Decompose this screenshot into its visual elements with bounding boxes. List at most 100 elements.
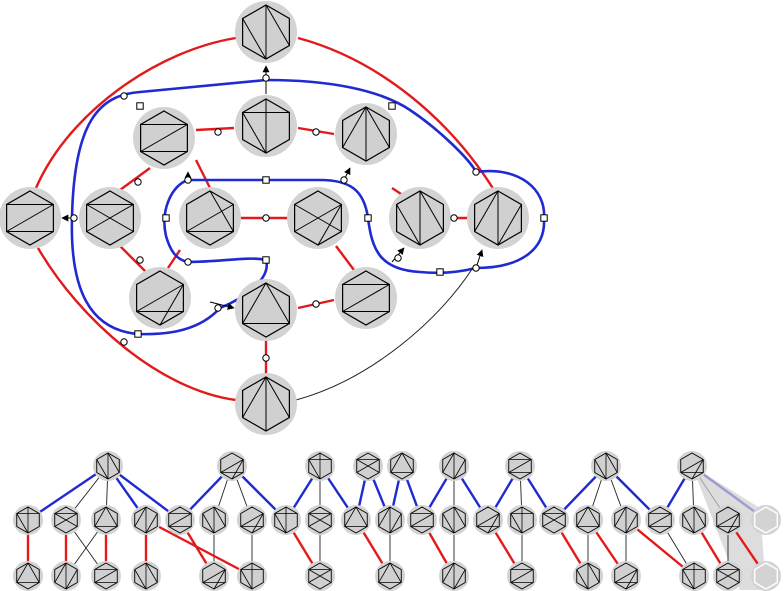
node-upper-middle — [235, 95, 297, 157]
forest-middle-node-diagonal — [54, 513, 78, 527]
forest-leaf-node-diagonal — [682, 569, 695, 590]
edge-circle-marker — [70, 214, 78, 222]
forest-root-node-diagonal — [308, 459, 321, 480]
forest-leaf-node — [199, 561, 229, 591]
forest-middle-node — [305, 505, 335, 535]
forest-leaf-node-diagonal — [625, 569, 638, 590]
forest-leaf-node — [13, 561, 43, 591]
forest-middle-node-diagonal — [274, 513, 287, 534]
edge-arrow-ll-lm — [209, 301, 235, 310]
markers-layer — [70, 74, 548, 362]
forest-leaf-node-diagonal — [16, 562, 29, 583]
edge-circle-marker — [214, 128, 222, 136]
forest-leaf-node — [679, 561, 709, 591]
forest-middle-node-diagonal — [344, 506, 357, 527]
forest-middle-node — [679, 505, 709, 535]
forest-middle-node-diagonal — [94, 506, 107, 527]
forest-middle-node-diagonal — [587, 506, 600, 527]
edge-circle-marker — [120, 92, 128, 100]
edge-square-marker — [162, 214, 170, 222]
forest-leaf-node-diagonal — [145, 562, 158, 583]
forest-leaf-node-diagonal — [27, 562, 40, 583]
forest-root-node — [677, 451, 707, 481]
forest-leaf-node — [91, 561, 121, 591]
forest-middle-node-diagonal — [355, 506, 368, 527]
edge-square-marker — [136, 102, 144, 110]
forest-middle-node-diagonal — [251, 513, 264, 534]
node-middle-middle — [287, 187, 349, 249]
node-upper-right-diagonal — [342, 106, 367, 148]
edge-red-ul-ml — [119, 167, 151, 191]
forest-root-node-diagonal — [680, 459, 704, 473]
edge-square-marker — [364, 214, 372, 222]
forest-leaf-node-diagonal — [510, 569, 534, 583]
node-top-diagonal — [265, 4, 290, 46]
forest-middle-node-diagonal — [105, 506, 118, 527]
forest-leaf-node-diagonal — [389, 562, 402, 583]
forest-leaf-node — [237, 561, 267, 591]
forest-leaf-node — [611, 561, 641, 591]
forest-middle-node-diagonal — [410, 513, 434, 527]
forest-middle-node-diagonal — [542, 513, 566, 527]
forest-root-node-diagonal — [508, 459, 532, 473]
forest-middle-node-diagonal — [510, 513, 523, 534]
edge-square-marker — [134, 330, 142, 338]
node-upper-middle-diagonal — [242, 112, 267, 154]
tree-edge-red — [145, 518, 253, 578]
edge-circle-marker — [312, 128, 320, 136]
node-middle-middle-diagonal — [294, 204, 342, 232]
node-lower-middle — [235, 279, 297, 341]
edge-circle-marker — [120, 338, 128, 346]
forest-faded-node — [751, 561, 781, 591]
forest-middle-node-diagonal — [625, 513, 638, 534]
node-bottom-diagonal — [265, 376, 290, 418]
forest-root-node-diagonal — [594, 459, 607, 480]
node-middle-right-diagonal — [419, 190, 444, 232]
node-far-right-diagonal — [497, 204, 522, 246]
forest-middle-node-diagonal — [576, 506, 589, 527]
node-lower-right-diagonal — [342, 284, 390, 312]
edge-circle-marker — [312, 300, 320, 308]
node-upper-left-diagonal — [140, 124, 188, 152]
forest-middle-node — [237, 505, 267, 535]
forest-faded-node — [751, 505, 781, 535]
forest-root-node-diagonal — [401, 452, 414, 473]
node-middle-middle-diagonal — [317, 204, 342, 246]
edge-circle-marker — [472, 168, 480, 176]
forest-leaf-node — [375, 561, 405, 591]
edge-red-ml-ll — [119, 245, 147, 273]
forest-middle-node — [507, 505, 537, 535]
forest-root-node — [439, 451, 469, 481]
edge-circle-marker — [184, 258, 192, 266]
edge-circle-marker — [214, 304, 222, 312]
forest-leaf-node-diagonal — [308, 569, 332, 583]
forest-root-node-diagonal — [231, 459, 244, 480]
edge-red-outer-left-top — [34, 36, 237, 189]
forest-middle-node-diagonal — [389, 513, 402, 534]
tree-edge-blue — [27, 465, 109, 521]
forest-middle-node-diagonal — [134, 506, 147, 527]
forest-middle-node — [271, 505, 301, 535]
edge-circle-marker — [394, 254, 402, 262]
forest-middle-node — [573, 505, 603, 535]
forest-middle-node — [713, 505, 743, 535]
forest-leaf-node-diagonal — [202, 569, 226, 583]
forest-leaf-node — [439, 561, 469, 591]
forest-middle-node — [51, 505, 81, 535]
edge-red-mc-ll — [167, 249, 181, 269]
forest-middle-node-diagonal — [476, 513, 500, 527]
forest-middle-node-diagonal — [487, 513, 500, 534]
node-center — [179, 187, 241, 249]
edge-circle-marker — [262, 74, 270, 82]
node-top — [235, 1, 297, 63]
node-upper-right — [335, 103, 397, 165]
forest-leaf-node-diagonal — [378, 562, 391, 583]
node-middle-right-diagonal — [396, 204, 421, 246]
forest-leaf-node-diagonal — [453, 569, 466, 590]
forest-middle-node-diagonal — [240, 513, 264, 527]
edge-red-mc-ul — [194, 159, 212, 189]
forest-leaf-node-diagonal — [240, 569, 253, 590]
forest-root-node — [591, 451, 621, 481]
